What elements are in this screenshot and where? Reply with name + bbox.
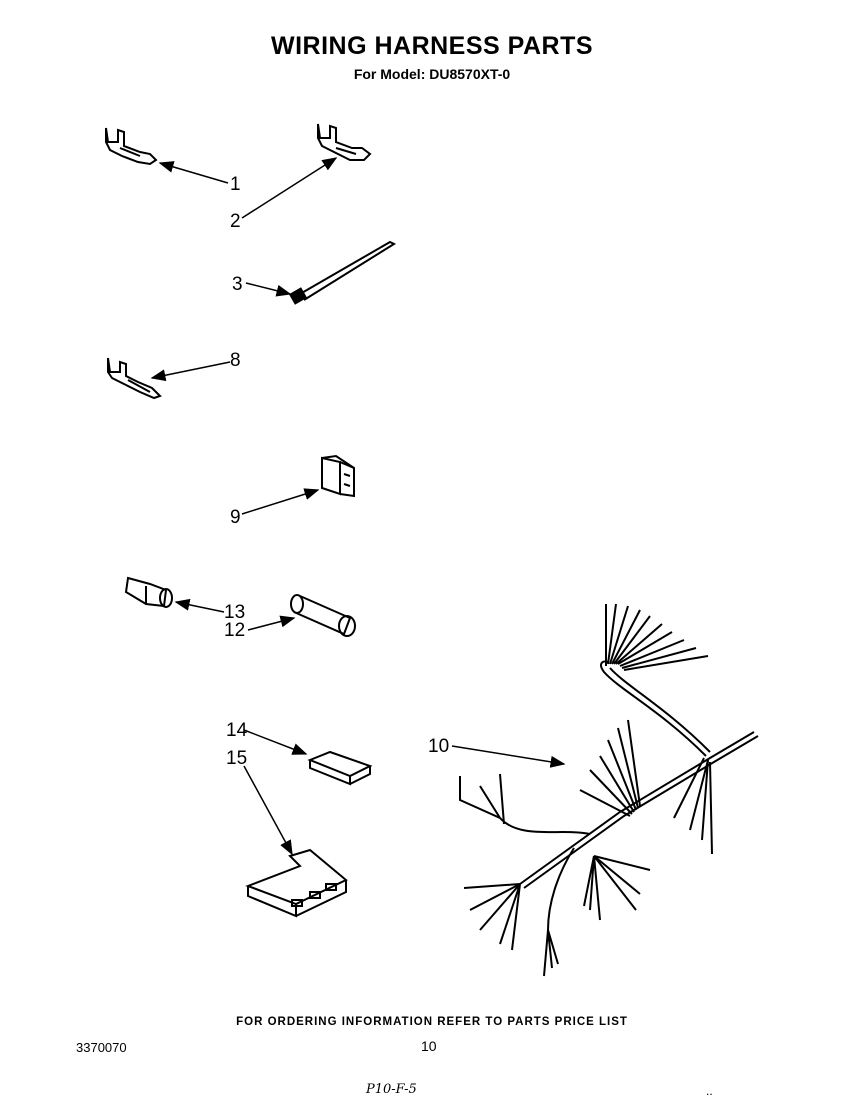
callout-10: 10 (428, 736, 449, 757)
part-15-multi-connector (245, 848, 348, 918)
part-3-cable-tie (288, 240, 397, 305)
handwritten-note: P10-F-5 (366, 1082, 417, 1097)
ordering-note: FOR ORDERING INFORMATION REFER TO PARTS … (236, 1016, 628, 1028)
part-1-terminal (105, 127, 158, 166)
callout-2: 2 (230, 211, 241, 232)
callout-13: 13 (224, 602, 245, 623)
part-9-block (321, 454, 355, 498)
leader-lines (150, 157, 566, 856)
callout-14: 14 (226, 720, 248, 741)
callout-15: 15 (226, 748, 247, 769)
part-10-wiring-harness (459, 603, 759, 977)
callout-1: 1 (230, 174, 241, 195)
callout-3: 3 (232, 274, 243, 295)
callout-9: 9 (230, 507, 241, 528)
corner-marks: .. (706, 1084, 713, 1098)
page-number: 10 (421, 1038, 437, 1054)
part-13-connector (124, 576, 173, 608)
callout-12: 12 (224, 620, 245, 641)
part-8-terminal (107, 357, 162, 400)
page-title: WIRING HARNESS PARTS (270, 32, 594, 60)
part-14-housing (307, 750, 373, 786)
part-12-sleeve (290, 594, 356, 637)
model-subtitle: For Model: DU8570XT-0 (353, 66, 511, 82)
document-number: 3370070 (76, 1040, 127, 1055)
part-2-terminal (317, 123, 372, 161)
callout-8: 8 (230, 350, 241, 371)
